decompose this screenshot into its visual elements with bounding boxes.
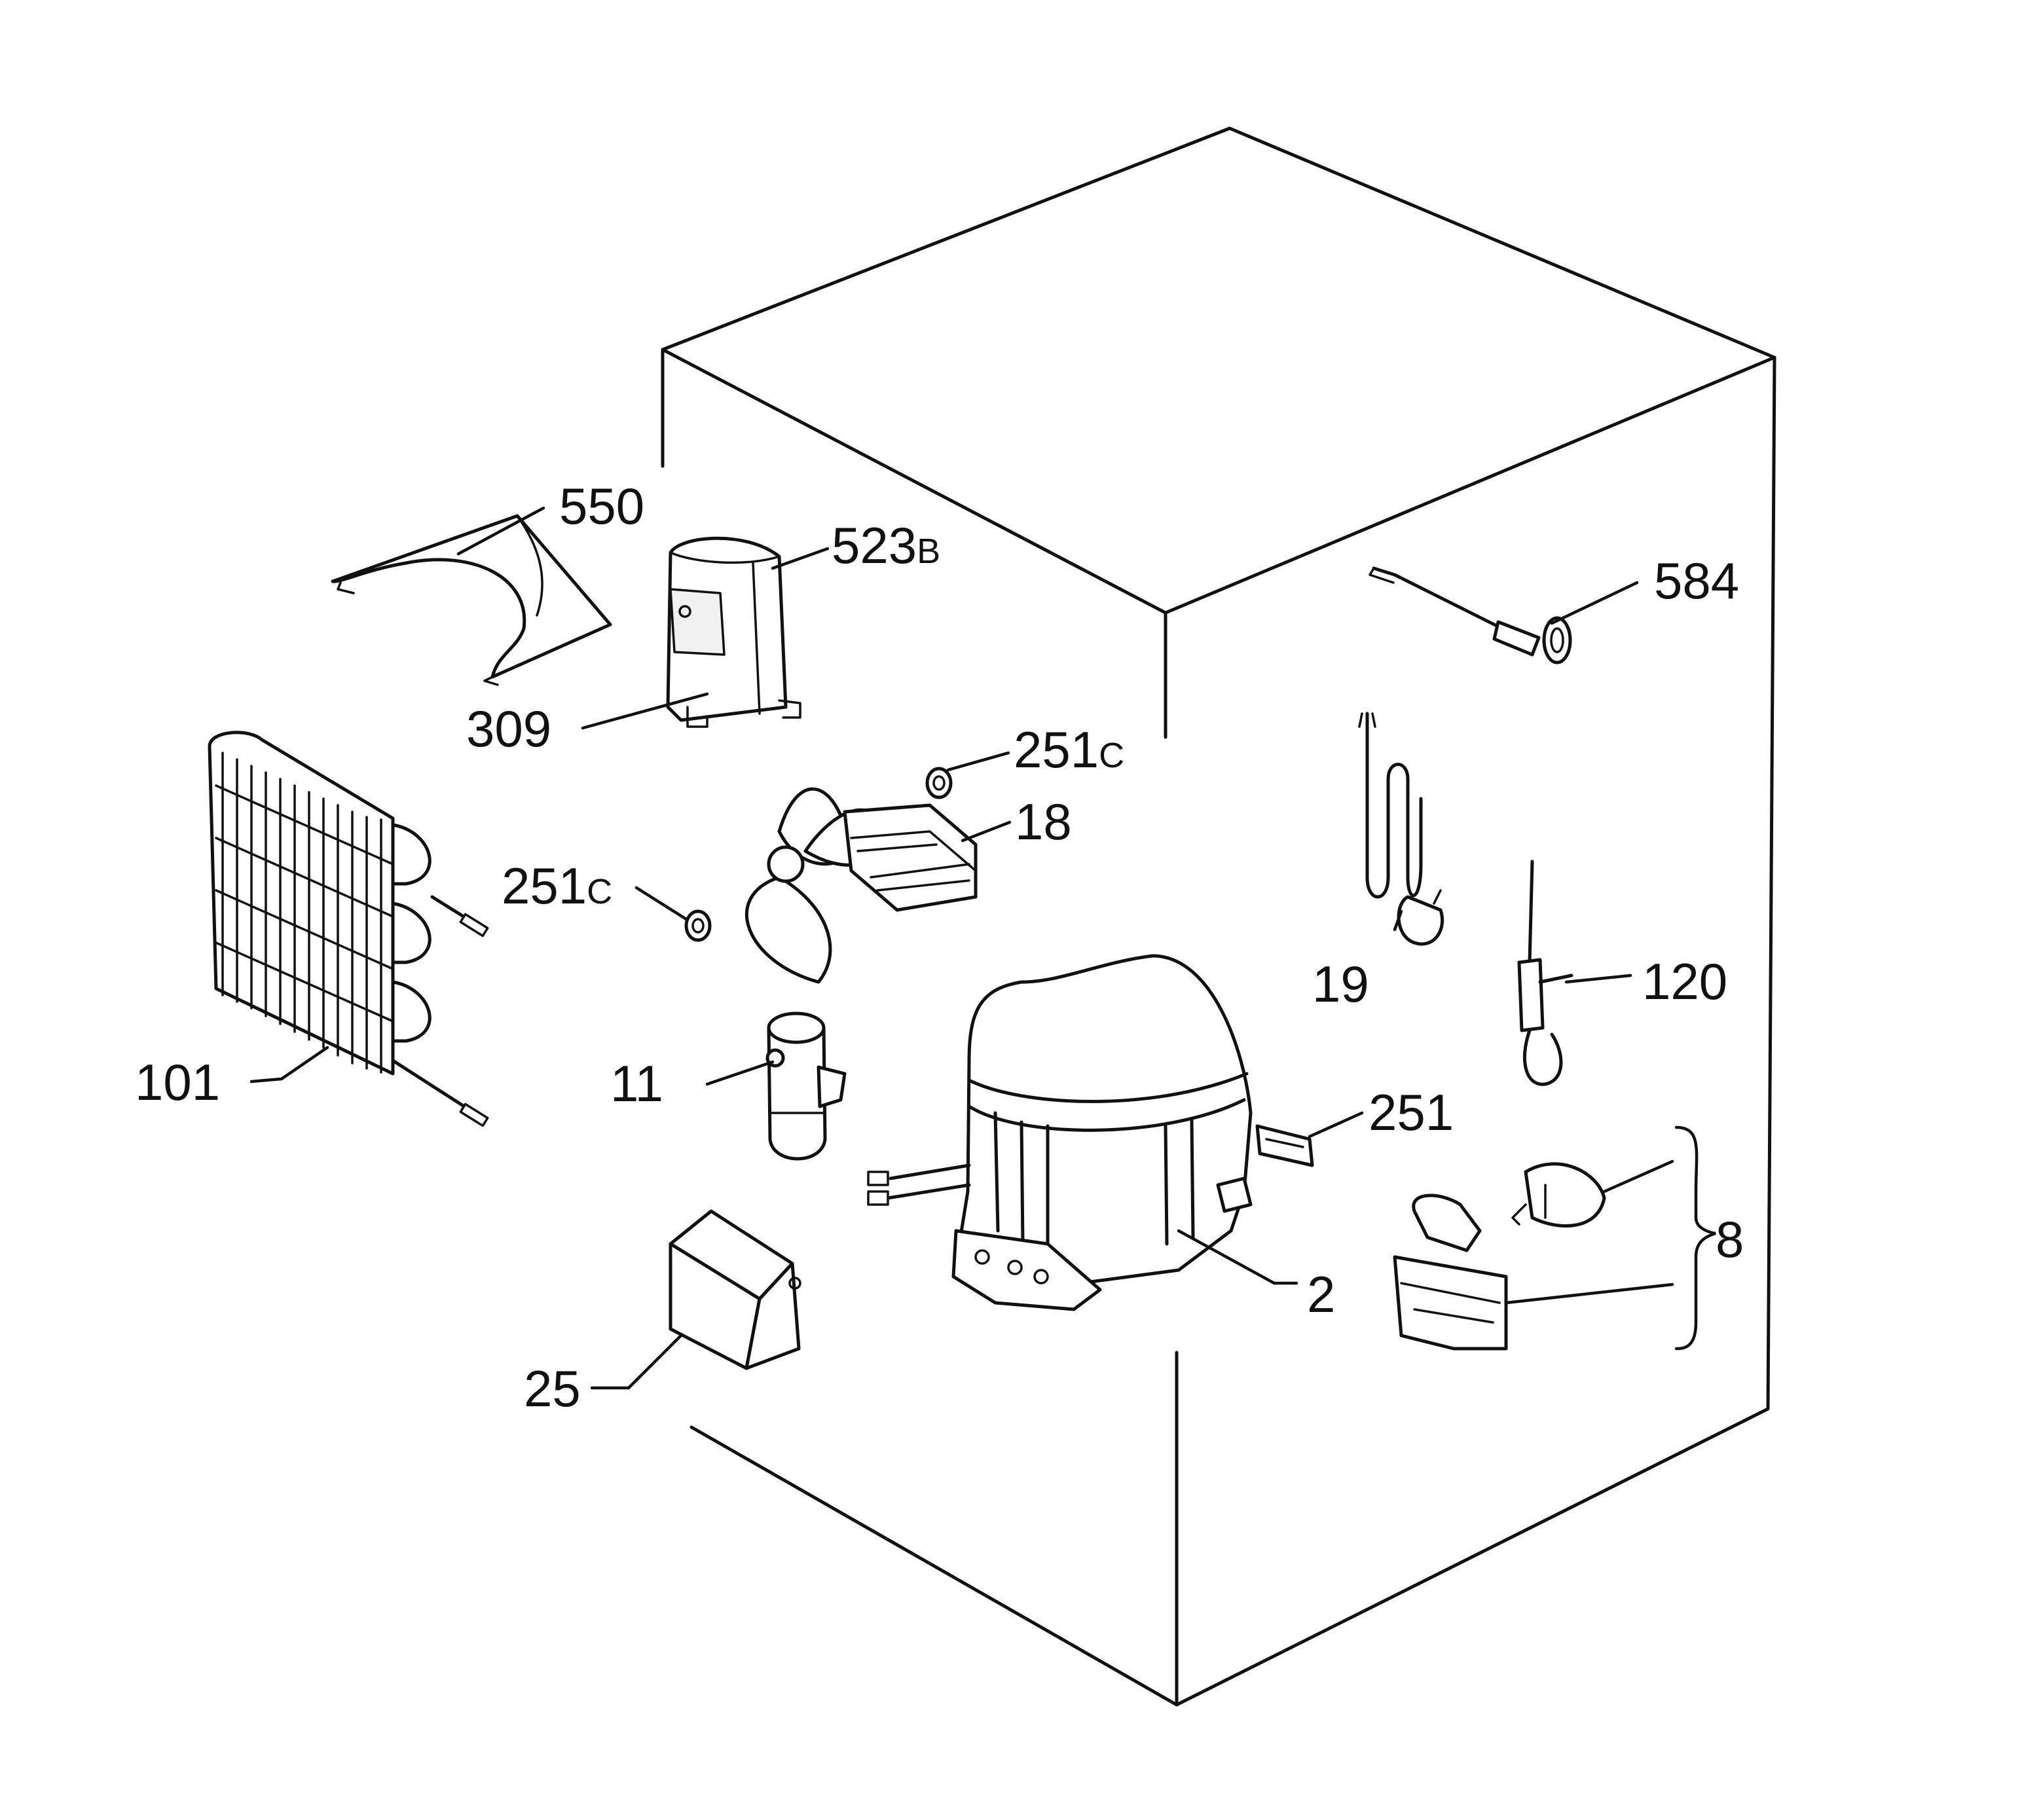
callout-25: 25 — [524, 1360, 581, 1417]
leader-lines — [249, 506, 1716, 1390]
part-550-plate — [331, 514, 612, 686]
callout-11: 11 — [610, 1055, 663, 1112]
part-25-box — [669, 1209, 801, 1370]
callout-523b: 523B — [832, 517, 940, 574]
part-8-relay-overload — [1393, 1162, 1606, 1351]
callout-101: 101 — [135, 1053, 220, 1111]
callout-18: 18 — [1015, 793, 1072, 850]
part-11-capacitor — [765, 1011, 847, 1161]
part-18-fan-motor — [745, 787, 978, 984]
callout-550: 550 — [559, 477, 644, 535]
part-584-sensor — [1369, 566, 1572, 664]
part-251c-nut-top — [925, 767, 953, 799]
part-251c-nut-mid — [684, 909, 712, 942]
callout-19: 19 — [1312, 955, 1369, 1013]
part-120-probe — [1517, 860, 1573, 1086]
callout-2: 2 — [1307, 1265, 1335, 1323]
callout-120: 120 — [1642, 953, 1727, 1010]
part-2-compressor — [867, 954, 1253, 1311]
part-523b-relay-cover — [666, 536, 801, 728]
part-251-terminal — [1255, 1124, 1314, 1167]
callout-251c-top: 251C — [1014, 721, 1124, 778]
part-19-heater-cable — [1358, 712, 1444, 946]
part-101-condenser — [208, 731, 489, 1127]
callout-labels: 550 523B 584 309 251C 18 251C 19 120 101… — [135, 477, 1744, 1417]
callout-584: 584 — [1654, 552, 1739, 610]
cabinet-outline — [661, 126, 1776, 1707]
callout-8: 8 — [1716, 1210, 1744, 1268]
callout-309: 309 — [466, 700, 551, 757]
callout-251c-mid: 251C — [502, 857, 612, 915]
callout-251: 251 — [1369, 1083, 1454, 1141]
